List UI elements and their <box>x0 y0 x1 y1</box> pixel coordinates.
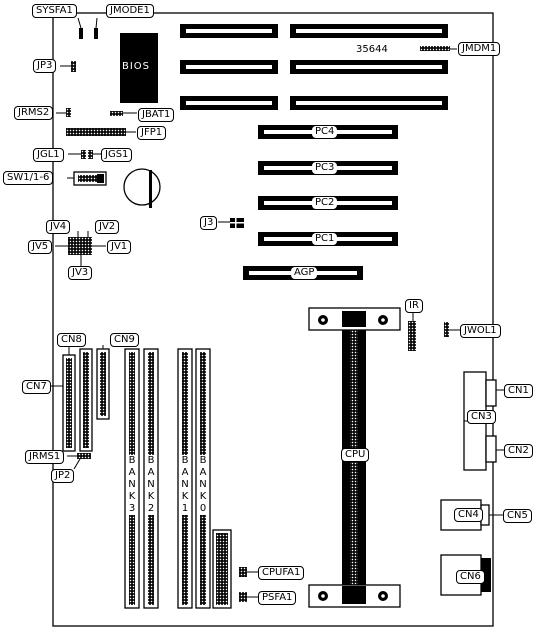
jv5-label: JV5 <box>28 240 53 254</box>
isa-slots <box>180 24 448 110</box>
jwol1-label: JWOL1 <box>460 324 501 338</box>
bank1-label: BANK1 <box>179 455 191 515</box>
jgl1-label: JGL1 <box>33 148 64 162</box>
cn7-label: CN7 <box>22 380 51 394</box>
back-panel <box>440 371 497 596</box>
cn3-label: CN3 <box>467 410 496 424</box>
jp2-label: JP2 <box>51 469 75 483</box>
board-outline <box>52 12 494 627</box>
pci-slots <box>258 125 398 246</box>
jgs1-label: JGS1 <box>101 148 133 162</box>
sw1-label: SW1/1-6 <box>3 171 54 185</box>
bank0-label: BANK0 <box>197 455 209 515</box>
cn2-label: CN2 <box>504 444 533 458</box>
jumpers <box>66 28 450 602</box>
ide-connectors <box>62 348 110 452</box>
bank2-label: BANK2 <box>145 455 157 515</box>
battery <box>123 168 161 208</box>
cn8-label: CN8 <box>57 333 86 347</box>
jv3-label: JV3 <box>68 266 93 280</box>
board-model: 35644 <box>356 44 388 55</box>
j3-label: J3 <box>200 216 218 230</box>
jv2-label: JV2 <box>95 220 120 234</box>
cpufa1-label: CPUFA1 <box>258 566 305 580</box>
jmdm1-label: JMDM1 <box>458 42 501 56</box>
cn1-label: CN1 <box>504 384 533 398</box>
pc4-label: PC4 <box>312 126 338 138</box>
cpu-label: CPU <box>341 448 370 462</box>
jv1-label: JV1 <box>107 240 132 254</box>
jbat1-label: JBAT1 <box>138 108 175 122</box>
jfp1-label: JFP1 <box>137 126 167 140</box>
cn9-label: CN9 <box>110 333 139 347</box>
cn5-label: CN5 <box>503 509 532 523</box>
cn4-label: CN4 <box>454 508 483 522</box>
jp3-label: JP3 <box>33 59 57 73</box>
cn6-label: CN6 <box>456 570 485 584</box>
jmode1-label: JMODE1 <box>106 4 154 18</box>
pc2-label: PC2 <box>312 197 338 209</box>
leader-lines <box>48 17 504 598</box>
jrms2-label: JRMS2 <box>14 106 54 120</box>
jrms1-label: JRMS1 <box>25 450 65 464</box>
bank3-label: BANK3 <box>126 455 138 515</box>
jv4-label: JV4 <box>46 220 71 234</box>
pc1-label: PC1 <box>312 233 338 245</box>
sysfa1-label: SYSFA1 <box>32 4 77 18</box>
ir-label: IR <box>405 299 423 313</box>
bios-label: BIOS <box>122 61 151 73</box>
psfa1-label: PSFA1 <box>258 591 297 605</box>
pc3-label: PC3 <box>312 162 338 174</box>
agp-label: AGP <box>291 267 318 279</box>
